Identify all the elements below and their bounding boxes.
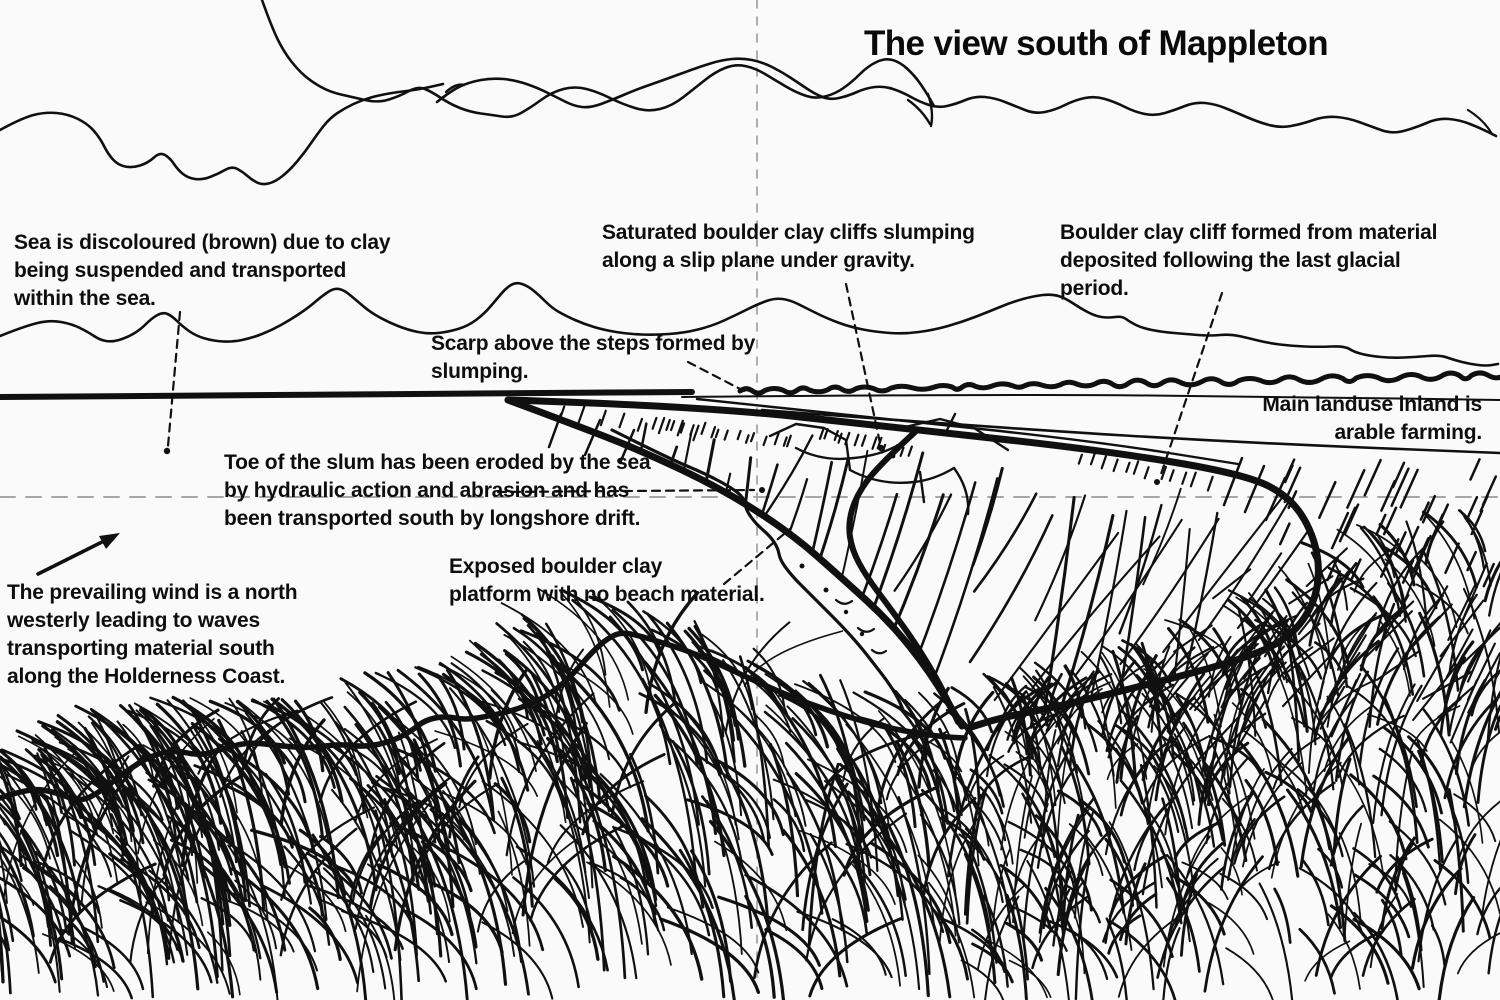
grass-foreground-right: [921, 458, 1500, 1000]
horizon-shoreline: [0, 389, 1500, 401]
cliff-hatch-marks: [547, 404, 1287, 522]
beach-debris-dots: [799, 453, 896, 655]
grass-foreground-left: [0, 587, 1027, 1000]
slump-terraces: [768, 412, 1010, 516]
inland-field-lines: [695, 397, 1500, 466]
grass-ridge-line: [0, 630, 968, 803]
annotation-leader-lines: [163, 282, 1224, 586]
annotation-toe-of-slum: Toe of the slum has been eroded by the s…: [224, 451, 651, 530]
wind-direction-arrow: [36, 533, 120, 576]
sea-wave-line: [0, 281, 1500, 396]
sketch-title: The view south of Mappleton: [864, 24, 1329, 63]
sky-cloud-lines: [0, 0, 1498, 186]
